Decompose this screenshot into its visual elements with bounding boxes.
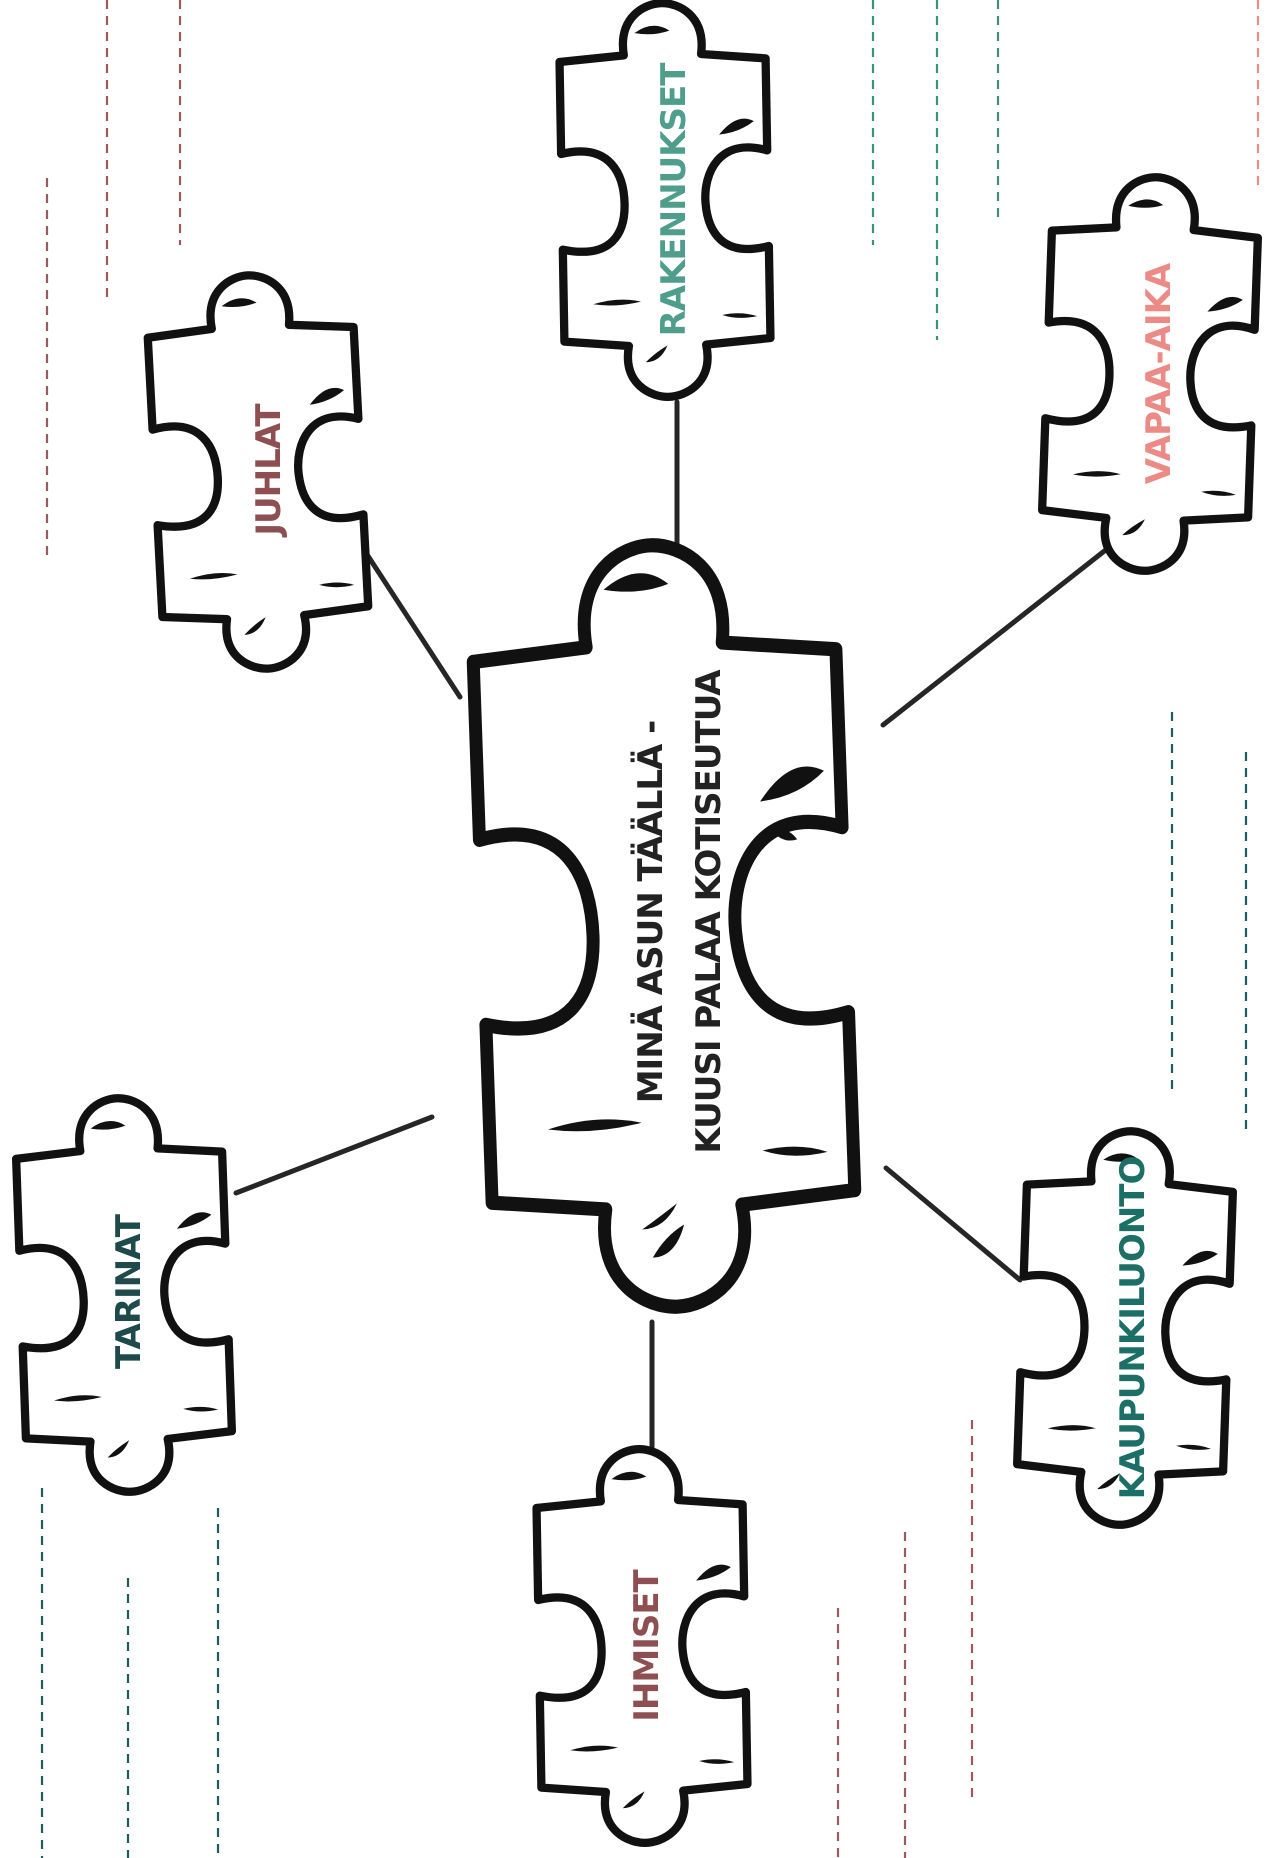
connector-vapaa-aika — [880, 542, 1115, 728]
central-title-line1: MINÄ ASUN TÄÄLLÄ - — [630, 721, 671, 1104]
connector-juhlat — [365, 553, 463, 700]
puzzle-piece-juhlat — [145, 270, 371, 674]
puzzle-piece-kaupunkiluonto — [1015, 1128, 1235, 1529]
connector-lines — [233, 399, 1115, 1453]
topic-label-ihmiset: IHMISET — [627, 1568, 667, 1721]
topic-label-rakennukset: RAKENNUKSET — [654, 62, 694, 337]
topic-label-vapaa-aika: VAPAA-AIKA — [1139, 262, 1179, 484]
puzzle-piece-ihmiset — [536, 1447, 749, 1844]
topic-label-text: VAPAA-AIKA — [1139, 262, 1179, 484]
topic-label-juhlat: JUHLAT — [249, 403, 289, 538]
topic-label-text: KAUPUNKILUONTO — [1113, 1157, 1153, 1500]
topic-label-tarinat: TARINAT — [109, 1213, 149, 1369]
topic-label-text: JUHLAT — [249, 403, 289, 538]
topic-label-text: RAKENNUKSET — [654, 62, 694, 337]
decorative-dashed-lines — [40, 0, 1260, 1858]
topic-label-text: IHMISET — [627, 1568, 667, 1721]
central-title-line2: KUUSI PALAA KOTISEUTUA — [689, 669, 729, 1154]
connector-kaupunkiluonto — [883, 1165, 1023, 1283]
puzzle-piece-rakennukset — [559, 1, 772, 398]
topic-label-kaupunkiluonto: KAUPUNKILUONTO — [1113, 1157, 1153, 1500]
central-title: MINÄ ASUN TÄÄLLÄ - KUUSI PALAA KOTISEUTU… — [630, 669, 729, 1154]
puzzle-piece-tarinat — [14, 1095, 234, 1496]
connector-tarinat — [233, 1114, 435, 1196]
puzzle-piece-vapaa-aika — [1040, 174, 1260, 575]
topic-label-text: TARINAT — [109, 1213, 149, 1369]
central-puzzle-piece — [469, 539, 858, 1313]
